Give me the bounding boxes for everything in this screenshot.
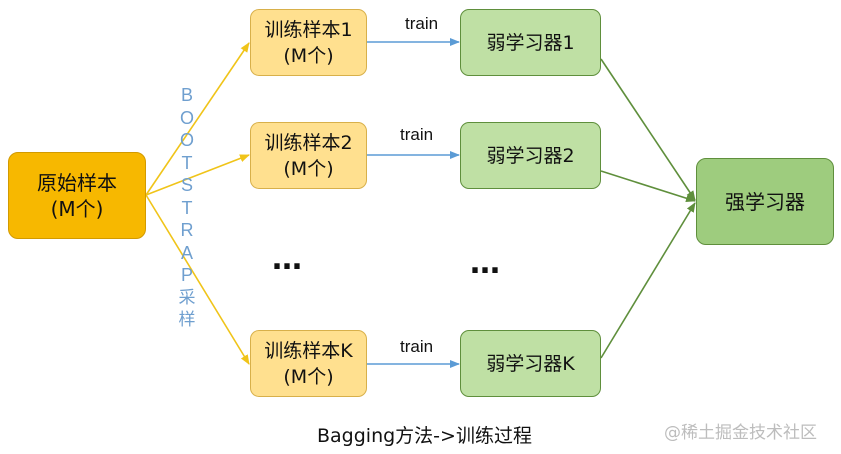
original-sample-count: (M个) — [50, 196, 104, 221]
bootstrap-letter: P — [180, 265, 193, 285]
training-sample-2-node: 训练样本2 (M个) — [250, 122, 367, 189]
bootstrap-arrow-k — [145, 194, 250, 365]
training-sample-count: (M个) — [283, 44, 334, 67]
sampling-char: 样 — [178, 309, 196, 330]
original-sample-title: 原始样本 — [37, 170, 117, 195]
weak-learner-label: 弱学习器1 — [486, 31, 575, 54]
weak-learner-2-node: 弱学习器2 — [460, 122, 601, 189]
bootstrap-letter: T — [181, 152, 193, 173]
learners-ellipsis: … — [470, 246, 502, 281]
training-sample-count: (M个) — [283, 365, 334, 388]
samples-ellipsis: … — [272, 242, 304, 277]
bootstrap-letter: O — [179, 130, 194, 150]
aggregate-arrow-k — [600, 202, 696, 359]
training-sample-title: 训练样本1 — [264, 18, 353, 41]
bootstrap-letter: T — [181, 197, 193, 218]
training-sample-k-node: 训练样本K (M个) — [250, 330, 367, 397]
sampling-char: 采 — [178, 287, 196, 308]
bootstrap-letter: O — [179, 107, 194, 128]
weak-learner-label: 弱学习器K — [486, 352, 575, 375]
train-label-1: train — [405, 14, 439, 33]
bootstrap-letter: R — [180, 220, 194, 240]
weak-learner-label: 弱学习器2 — [486, 144, 575, 167]
bootstrap-letter: S — [180, 175, 193, 195]
train-label-2: train — [400, 125, 434, 144]
training-sample-title: 训练样本2 — [264, 131, 353, 154]
bootstrap-letter: A — [180, 242, 193, 263]
diagram-caption: Bagging方法->训练过程 — [317, 425, 532, 447]
train-label-k: train — [400, 337, 434, 356]
bootstrap-arrow-1 — [145, 42, 250, 196]
aggregate-arrow-1 — [600, 58, 696, 201]
weak-learner-1-node: 弱学习器1 — [460, 9, 601, 76]
weak-learner-k-node: 弱学习器K — [460, 330, 601, 397]
strong-learner-node: 强学习器 — [696, 158, 834, 245]
aggregate-arrow-2 — [600, 170, 696, 203]
bootstrap-sampling-label: B O O T S T R A P 采 样 — [175, 84, 199, 331]
original-sample-node: 原始样本 (M个) — [8, 152, 146, 239]
strong-learner-label: 强学习器 — [725, 189, 805, 214]
training-sample-count: (M个) — [283, 157, 334, 180]
training-sample-title: 训练样本K — [264, 339, 353, 362]
watermark: @稀土掘金技术社区 — [664, 423, 817, 443]
training-sample-1-node: 训练样本1 (M个) — [250, 9, 367, 76]
bootstrap-letter: B — [180, 85, 193, 105]
bootstrap-arrow-2 — [145, 154, 250, 196]
